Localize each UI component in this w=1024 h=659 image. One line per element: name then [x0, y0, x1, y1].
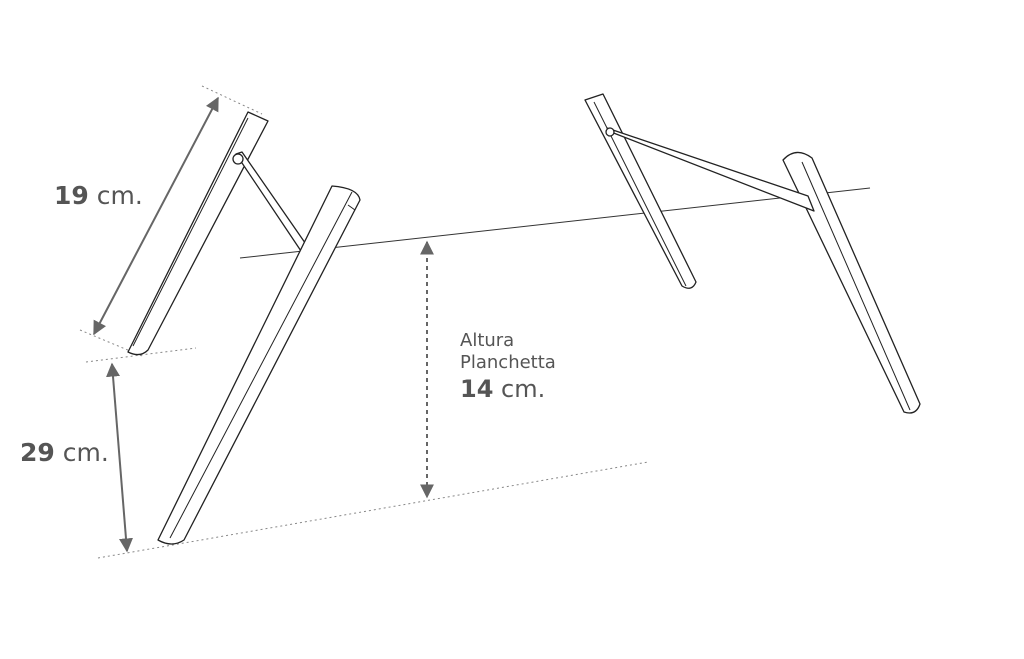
upper-leg-unit: cm.	[96, 181, 143, 210]
left-short-leg	[127, 111, 269, 356]
board-height-value: 14	[460, 375, 494, 403]
upper-leg-dimension-arrow	[93, 96, 219, 336]
lower-leg-dimension-label: 29 cm.	[20, 440, 109, 465]
lower-leg-value: 29	[20, 438, 55, 467]
right-leg-assembly	[584, 93, 921, 414]
lower-leg-dimension-arrow	[106, 362, 133, 553]
right-short-leg	[584, 93, 697, 289]
lower-leg-unit: cm.	[62, 438, 109, 467]
right-long-leg	[782, 151, 921, 414]
extension-lines	[79, 85, 649, 559]
board-height-unit: cm.	[501, 375, 546, 403]
board-height-line2: Planchetta	[460, 352, 556, 373]
board-height-line1: Altura	[460, 330, 515, 351]
upper-leg-value: 19	[54, 181, 89, 210]
board-height-measure: 14 cm.	[460, 374, 556, 404]
left-long-leg	[157, 185, 361, 545]
board-height-label: Altura Planchetta 14 cm.	[460, 330, 556, 404]
left-leg-assembly	[127, 111, 361, 545]
reference-line	[239, 187, 871, 259]
left-brace	[235, 151, 311, 255]
upper-leg-dimension-label: 19 cm.	[54, 183, 143, 208]
